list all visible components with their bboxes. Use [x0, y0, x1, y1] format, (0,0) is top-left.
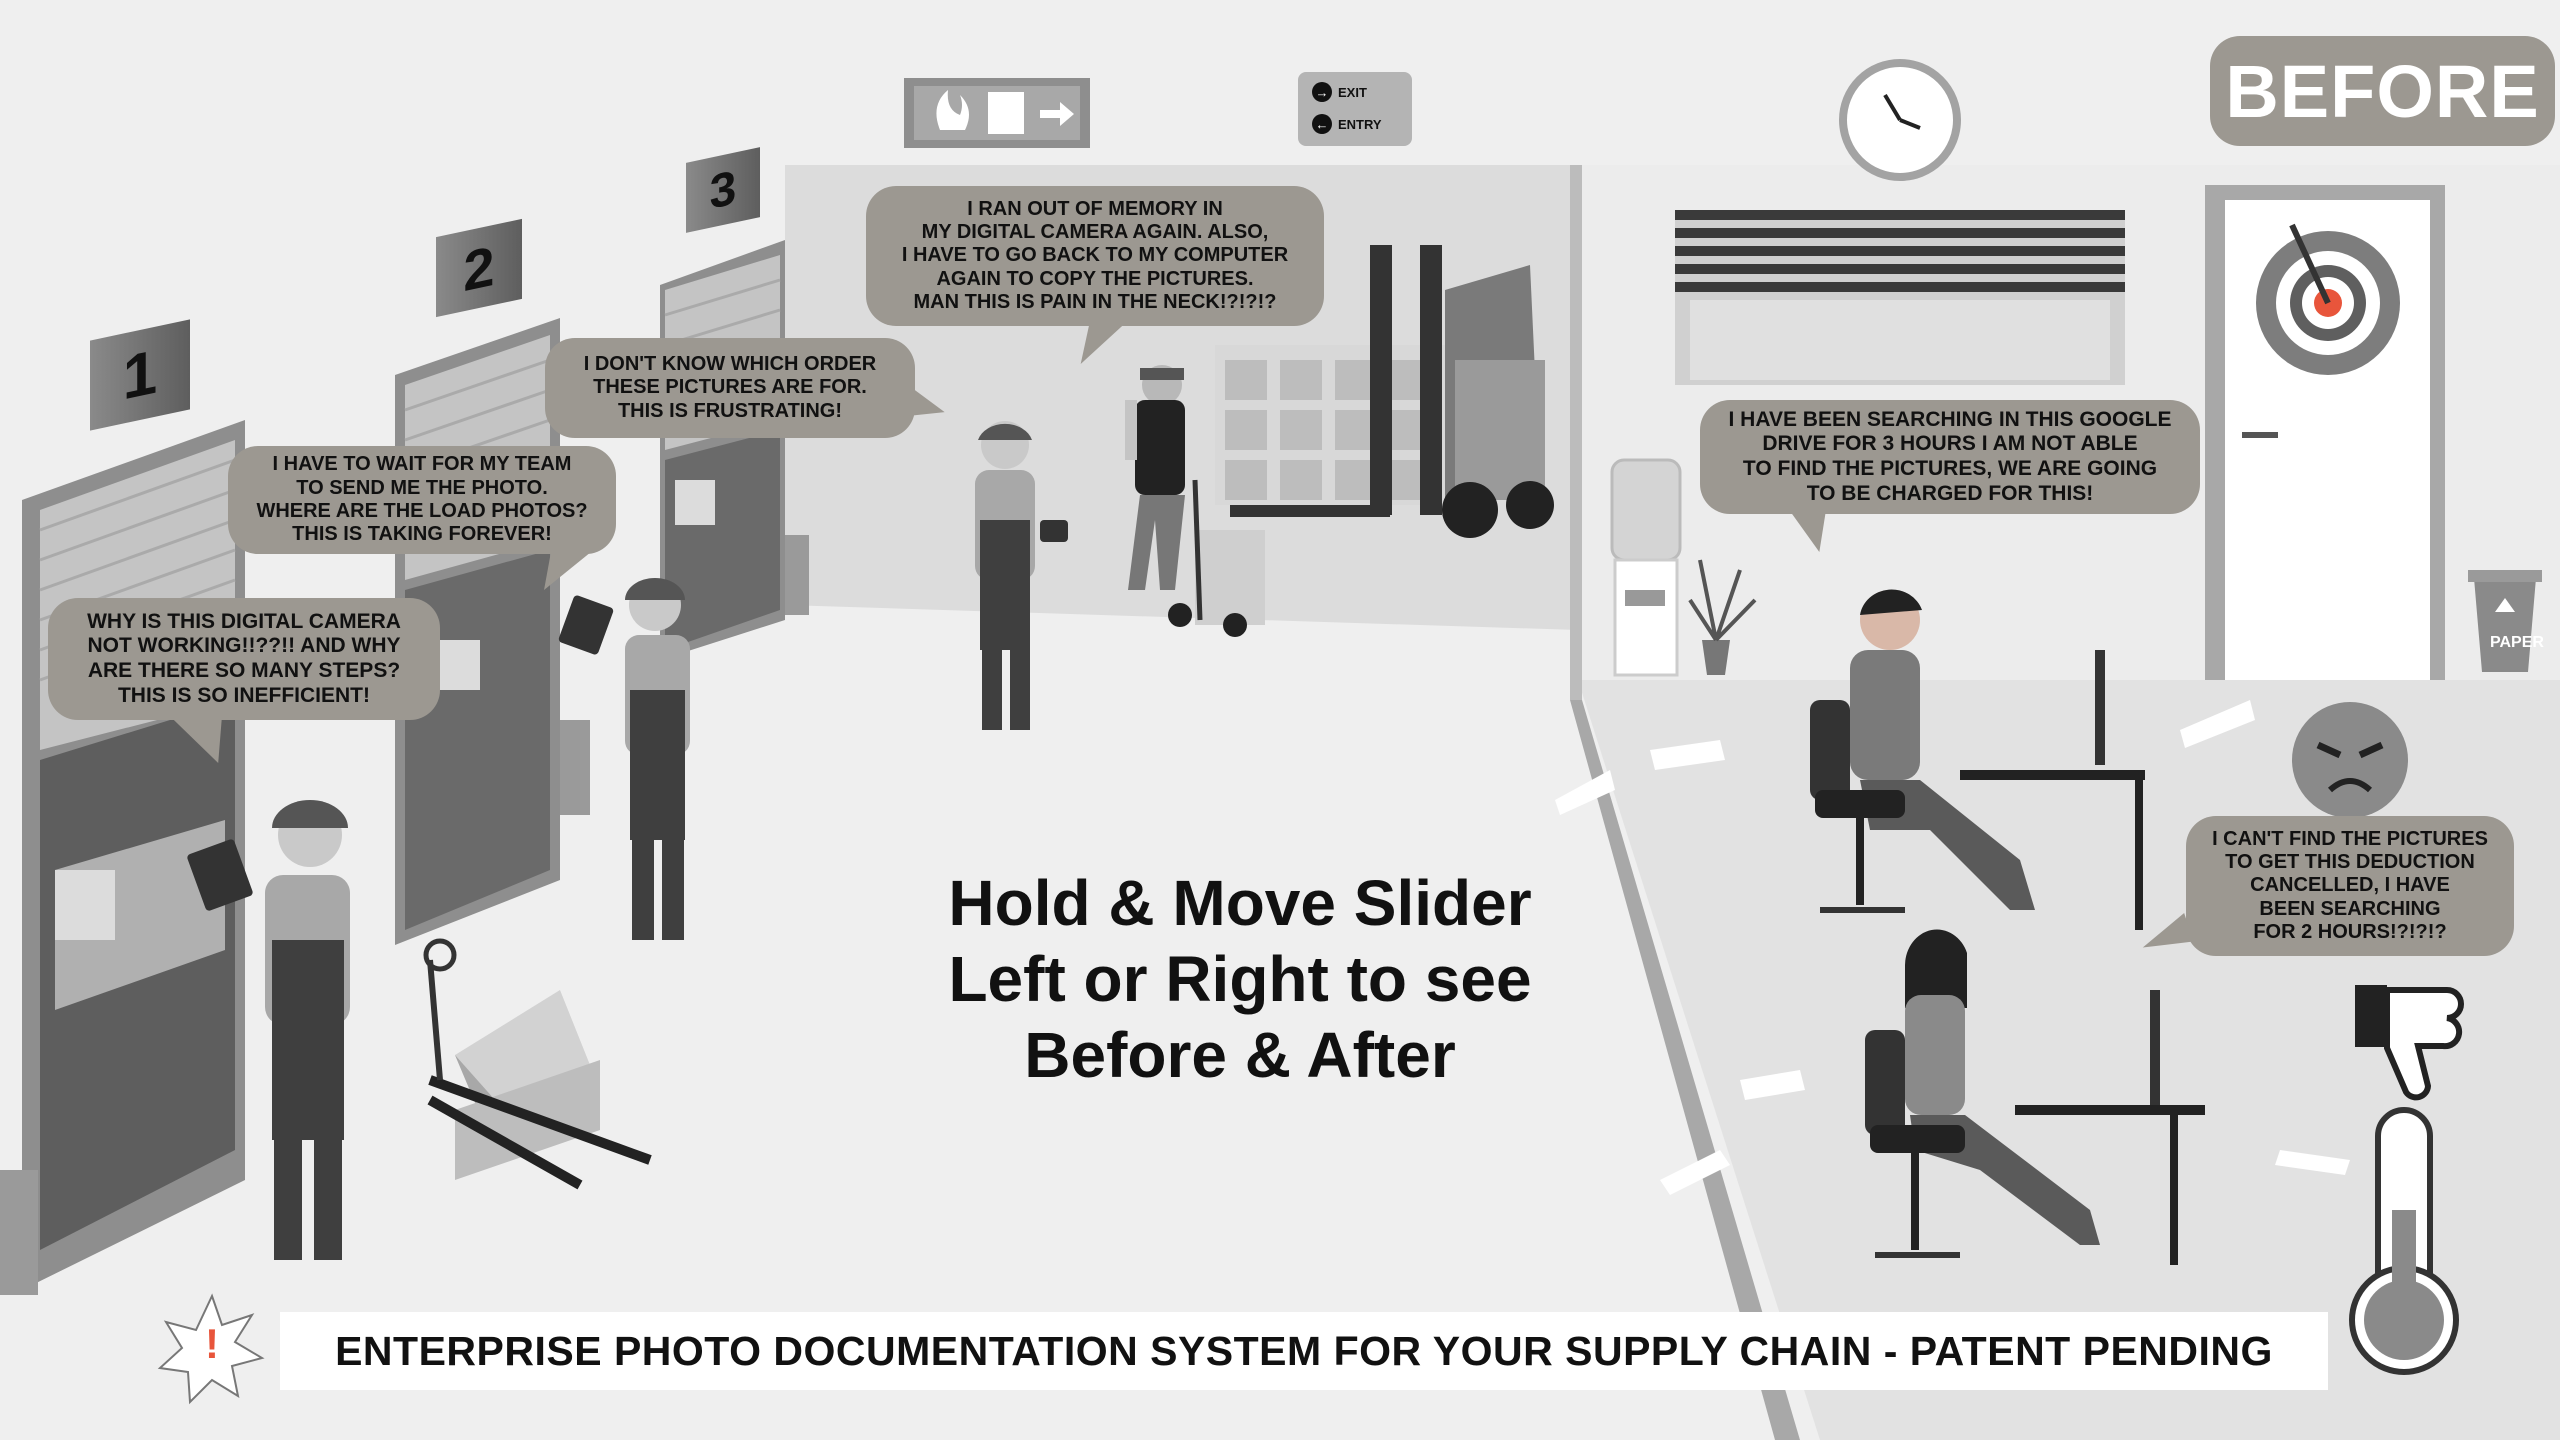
bubble-line: TO SEND ME THE PHOTO. — [296, 476, 548, 499]
bubble-line: I HAVE BEEN SEARCHING IN THIS GOOGLE — [1728, 407, 2172, 431]
bubble-line: I RAN OUT OF MEMORY IN — [967, 197, 1223, 220]
worker-tablet — [558, 578, 690, 940]
target-gear-icon — [2256, 223, 2400, 375]
bubble-line: FOR 2 HOURS!?!?!? — [2253, 921, 2447, 944]
bubble-line: DRIVE FOR 3 HOURS I AM NOT ABLE — [1762, 432, 2138, 456]
instruction-line: Before & After — [1024, 1019, 1456, 1091]
bubble-line: I CAN'T FIND THE PICTURES — [2212, 827, 2488, 850]
bubble-line: TO BE CHARGED FOR THIS! — [1806, 481, 2094, 505]
bubble-line: AGAIN TO COPY THE PICTURES. — [936, 267, 1254, 290]
instruction-line: Hold & Move Slider — [948, 867, 1532, 939]
bubble-line: CANCELLED, I HAVE — [2250, 874, 2450, 897]
bubble-line: THIS IS FRUSTRATING! — [617, 399, 843, 422]
bubble-line: THIS IS SO INEFFICIENT! — [117, 683, 370, 707]
bubble-line: THESE PICTURES ARE FOR. — [593, 376, 867, 399]
bubble-line: TO FIND THE PICTURES, WE ARE GOING — [1742, 457, 2158, 480]
bubble-line: MAN THIS IS PAIN IN THE NECK!?!?!? — [913, 291, 1277, 314]
alert-exclamation: ! — [205, 1320, 219, 1367]
product-banner: ENTERPRISE PHOTO DOCUMENTATION SYSTEM FO… — [280, 1312, 2328, 1390]
plant — [1688, 559, 1757, 675]
worker-camera-middle — [975, 421, 1068, 730]
wall-clock-icon — [1839, 59, 1961, 181]
slider-instructions: Hold & Move Slider Left or Right to see … — [890, 865, 1590, 1093]
exit-label: EXIT — [1338, 84, 1367, 100]
instruction-line: Left or Right to see — [948, 943, 1532, 1015]
bubble-line: WHERE ARE THE LOAD PHOTOS? — [256, 500, 588, 522]
bubble-line: ARE THERE SO MANY STEPS? — [87, 659, 401, 682]
window-blinds — [1675, 210, 2125, 385]
exit-entry-sign: → EXIT ← ENTRY — [1298, 72, 1412, 146]
fire-exit-sign-icon — [904, 78, 1090, 148]
bubble-line: MY DIGITAL CAMERA AGAIN. ALSO, — [921, 220, 1269, 243]
thumbs-down-icon — [2355, 985, 2464, 1101]
arrow-left-icon: ← — [1312, 114, 1332, 134]
bubble-line: I DON'T KNOW WHICH ORDER — [583, 352, 877, 375]
before-badge: BEFORE — [2210, 36, 2555, 146]
angry-face-icon — [2292, 702, 2408, 818]
office-worker-woman — [1865, 929, 2205, 1265]
worker-hand-truck — [1125, 365, 1265, 637]
worker-dock-1 — [187, 800, 350, 1260]
bubble-line: TO GET THIS DEDUCTION — [2225, 850, 2475, 873]
forklift — [1230, 245, 1554, 538]
paper-bin-label: PAPER — [2490, 634, 2544, 651]
paper-recycle-bin — [2468, 570, 2542, 672]
entry-label: ENTRY — [1338, 116, 1382, 132]
office-worker-man — [1810, 589, 2145, 930]
bubble-line: I HAVE TO GO BACK TO MY COMPUTER — [901, 244, 1289, 267]
bubble-line: NOT WORKING!!??!! AND WHY — [87, 634, 401, 658]
pallet-jack — [423, 938, 652, 1190]
water-cooler — [1610, 458, 1682, 677]
bubble-line: I HAVE TO WAIT FOR MY TEAM — [272, 453, 572, 476]
bubble-line: BEEN SEARCHING — [2259, 897, 2441, 920]
thermometer-icon — [2349, 1107, 2459, 1375]
bubble-line: WHY IS THIS DIGITAL CAMERA — [87, 609, 401, 633]
arrow-right-icon: → — [1312, 82, 1332, 102]
bubble-line: THIS IS TAKING FOREVER! — [292, 523, 552, 546]
pallet-rack — [1215, 345, 1445, 505]
alert-starburst-icon — [157, 1293, 265, 1405]
